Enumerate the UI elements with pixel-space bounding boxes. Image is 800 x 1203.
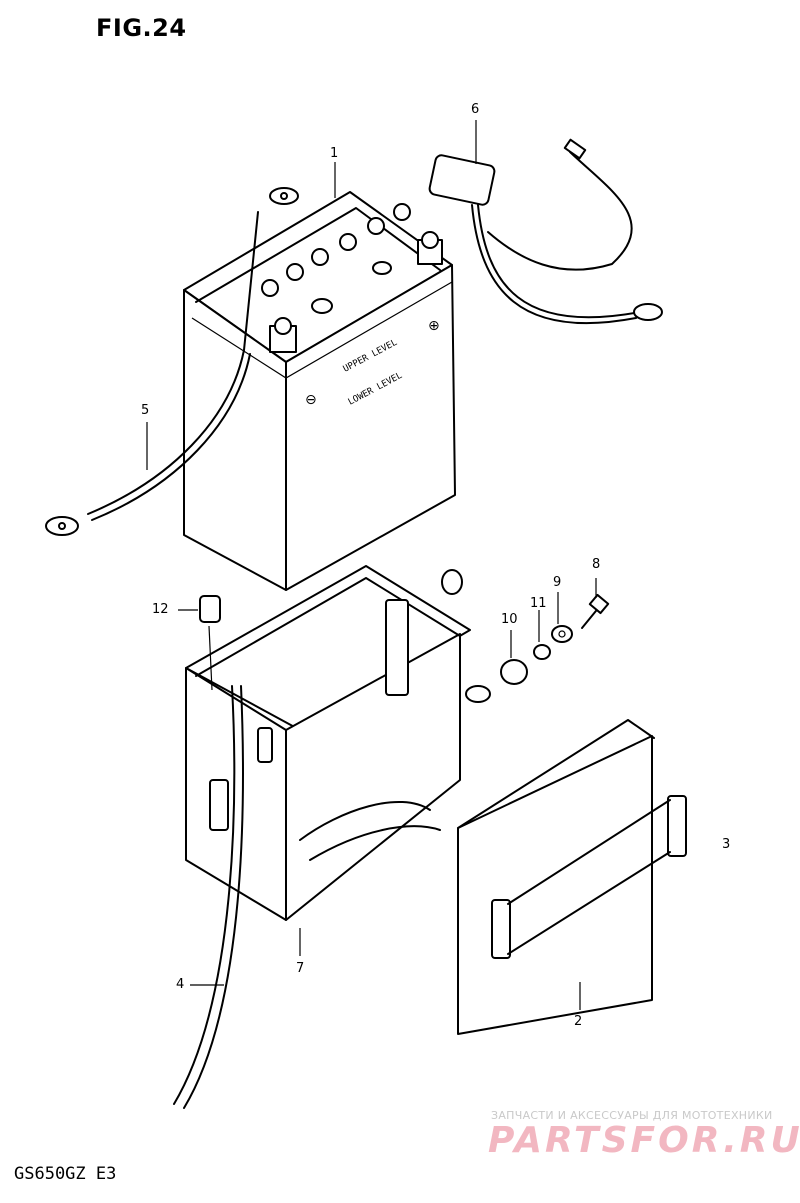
callout-11: 11 [530, 596, 547, 611]
leader-lines [146, 120, 597, 1010]
callout-10: 10 [501, 612, 518, 627]
negative-lead-drawing [45, 187, 299, 536]
watermark-logo: PARTSFOR.RU [488, 1120, 800, 1161]
callout-4: 4 [176, 977, 185, 992]
callout-9: 9 [553, 575, 562, 590]
callout-7: 7 [296, 961, 305, 976]
figure-title: FIG.24 [96, 14, 187, 42]
svg-text:⊕: ⊕ [428, 318, 440, 334]
cover-drawing [457, 719, 687, 1035]
watermark-tagline: ЗАПЧАСТИ И АКСЕССУАРЫ ДЛЯ МОТОТЕХНИКИ [491, 1109, 773, 1122]
model-code: GS650GZ E3 [14, 1164, 117, 1184]
callout-5: 5 [141, 403, 150, 418]
callout-3: 3 [722, 837, 731, 852]
battery-drawing: UPPER LEVEL LOWER LEVEL ⊖ ⊕ [183, 191, 456, 591]
callout-2: 2 [574, 1014, 583, 1029]
positive-lead-drawing [428, 138, 663, 325]
battery-case-drawing [185, 565, 491, 921]
callout-1: 1 [330, 146, 339, 161]
hardware-drawing [500, 593, 610, 685]
callout-12: 12 [152, 602, 169, 617]
svg-text:⊖: ⊖ [305, 392, 317, 408]
callout-6: 6 [471, 102, 480, 117]
callout-8: 8 [592, 557, 601, 572]
breather-hose-drawing [173, 595, 244, 1109]
